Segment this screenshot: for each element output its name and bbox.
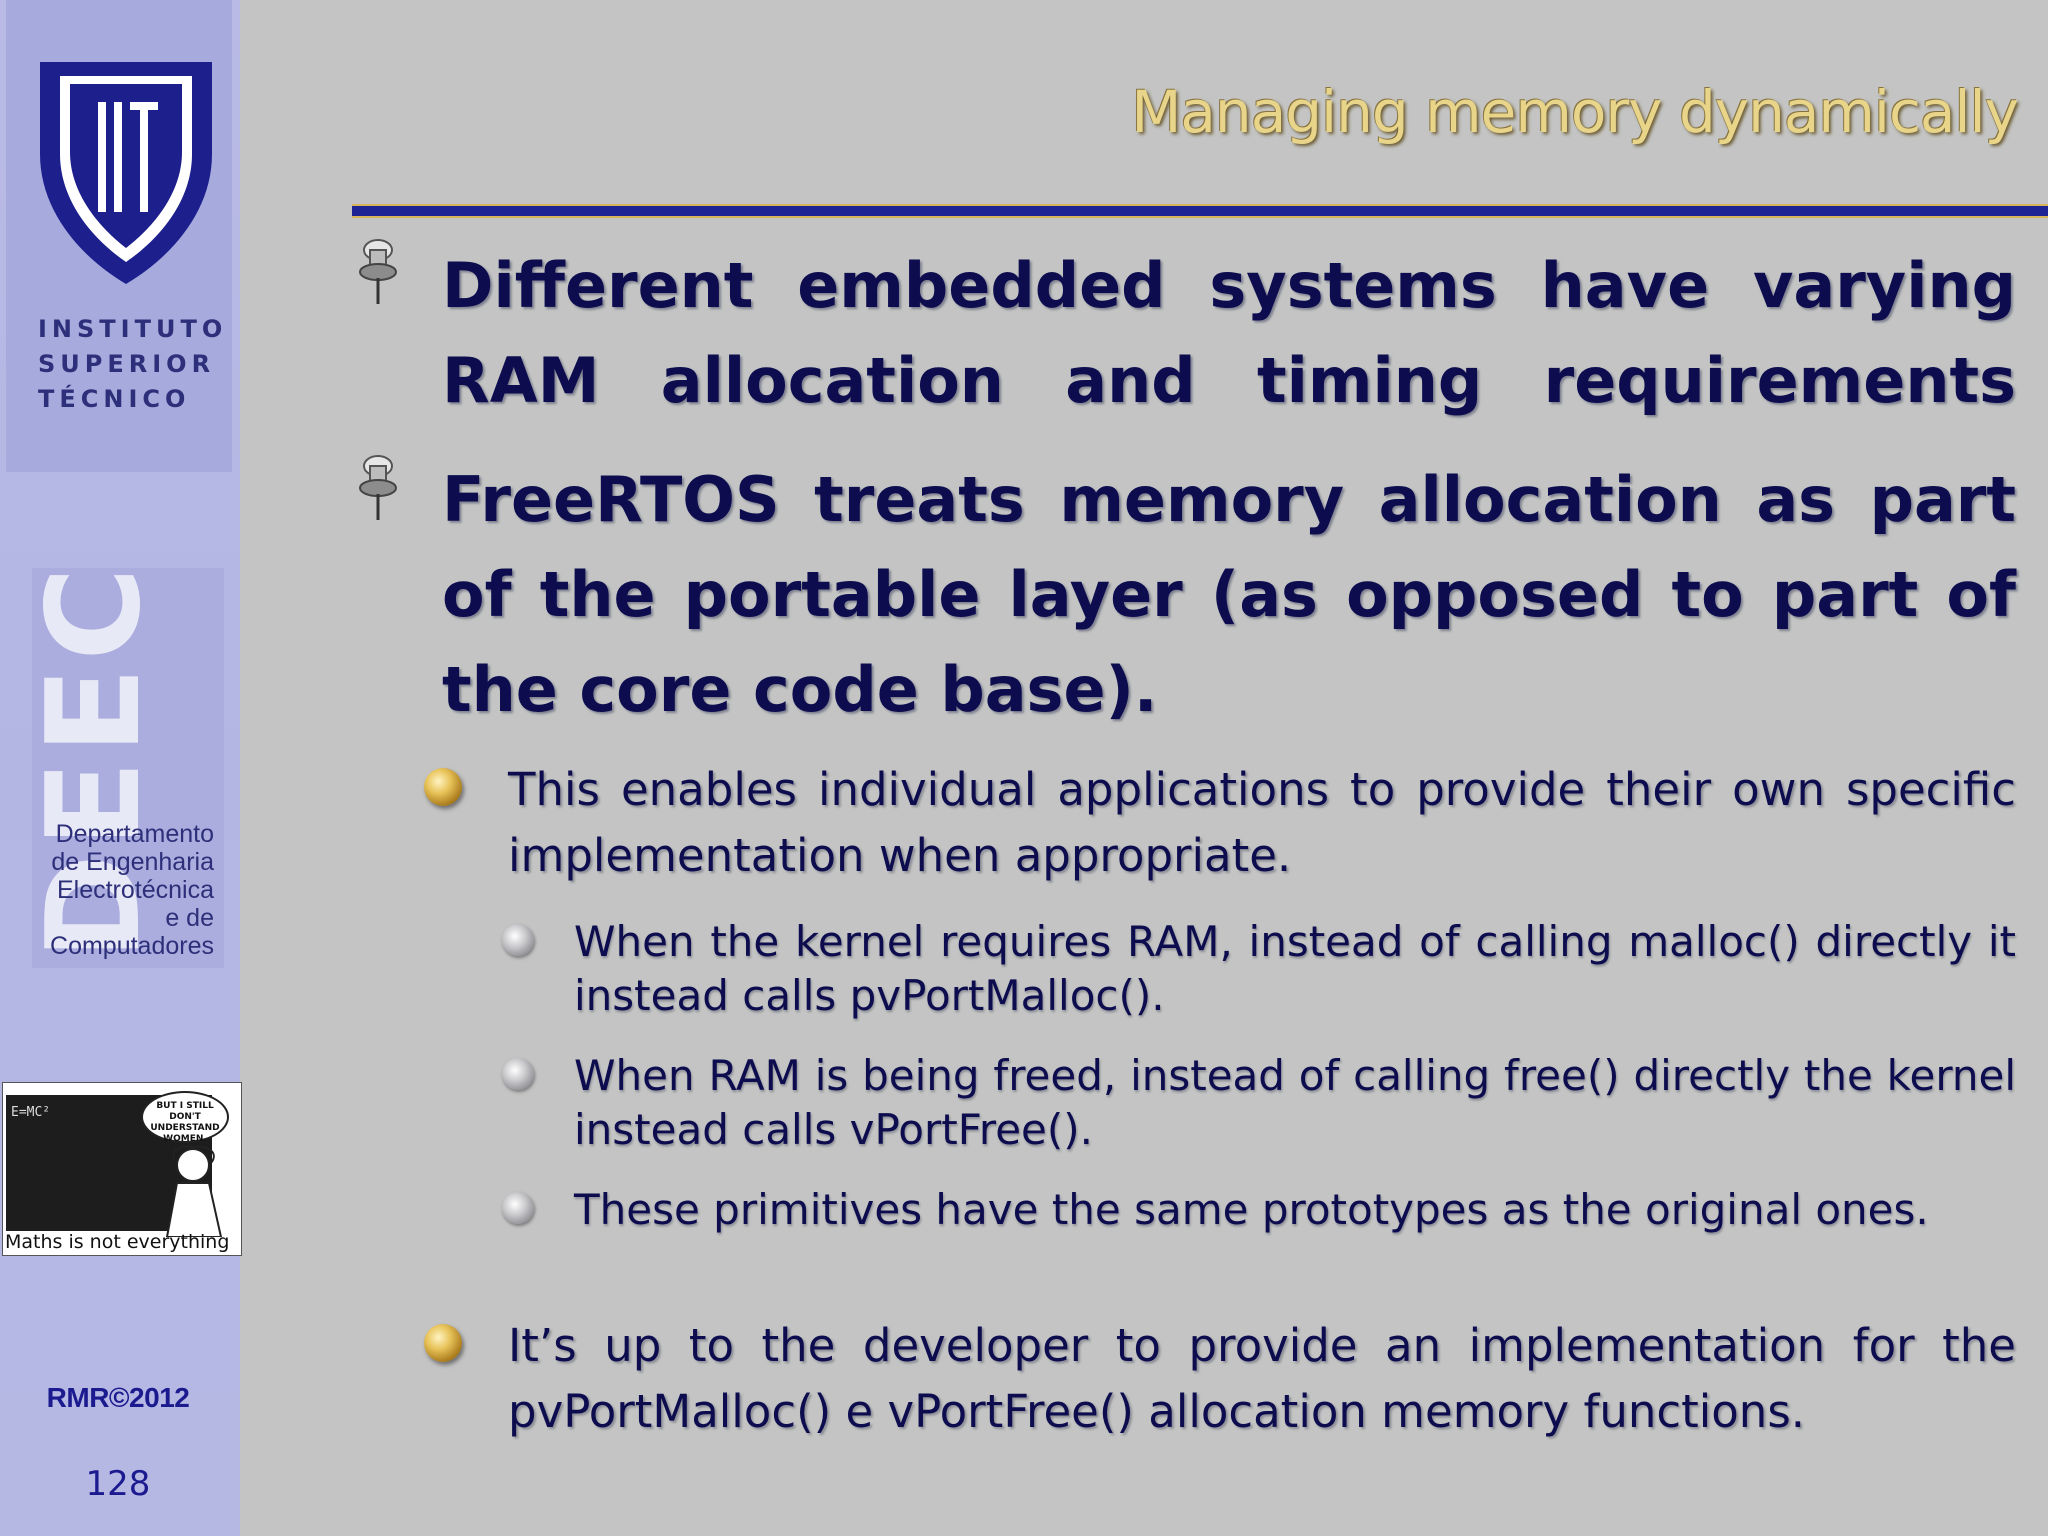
sub-sub-bullet-2-text: When RAM is being freed, instead of call… (574, 1051, 2016, 1154)
ist-shield-logo (40, 62, 212, 284)
cartoon-equation: E=MC² (11, 1105, 51, 1120)
department-line-5: Computadores (50, 932, 214, 960)
sidebar: INSTITUTO SUPERIOR TÉCNICO DEEC Departam… (0, 0, 242, 1536)
sub-sub-bullet-1-text: When the kernel requires RAM, instead of… (574, 917, 2016, 1020)
sub-sub-bullet-3-text: These primitives have the same prototype… (574, 1185, 1929, 1234)
department-line-4: e de (165, 904, 214, 932)
department-name: Departamento de Engenharia Electrotécnic… (50, 820, 214, 960)
pushpin-bullet-icon (359, 239, 397, 304)
page-number: 128 (85, 1464, 151, 1504)
einstein-figure-icon (165, 1145, 223, 1237)
slide-title: Managing memory dynamically (1131, 78, 2019, 146)
department-line-3: Electrotécnica (56, 876, 214, 904)
institution-line-1: INSTITUTO (38, 315, 228, 343)
deec-logo-block (32, 568, 224, 968)
bullet-1-text: Different embedded systems have varying … (442, 249, 2016, 417)
speech-bubble: BUT I STILL DON'T UNDERSTAND WOMEN. (141, 1091, 229, 1144)
bullet-2-text: FreeRTOS treats memory allocation as par… (442, 463, 2016, 726)
institution-name: INSTITUTO SUPERIOR TÉCNICO (38, 312, 228, 417)
pushpin-bullet-icon (359, 455, 397, 520)
department-line-2: de Engenharia (51, 848, 214, 876)
department-line-1: Departamento (55, 820, 214, 848)
title-divider (352, 204, 2048, 218)
sub-bullet-2-text: It’s up to the developer to provide an i… (508, 1319, 2016, 1438)
grey-dot-bullet-icon (502, 1058, 534, 1090)
grey-dot-bullet-icon (502, 924, 534, 956)
gold-ball-bullet-icon (424, 768, 462, 806)
institution-line-3: TÉCNICO (38, 385, 191, 413)
grey-dot-bullet-icon (502, 1192, 534, 1224)
cartoon-caption: Maths is not everything (5, 1231, 230, 1253)
ist-logo-block: INSTITUTO SUPERIOR TÉCNICO (6, 0, 232, 472)
sub-bullet-1-text: This enables individual applications to … (508, 763, 2016, 882)
gold-ball-bullet-icon (424, 1324, 462, 1362)
einstein-cartoon: E=MC² BUT I STILL DON'T UNDERSTAND WOMEN… (2, 1082, 242, 1256)
institution-line-2: SUPERIOR (38, 350, 216, 378)
copyright-label: RMR©2012 (46, 1382, 190, 1413)
